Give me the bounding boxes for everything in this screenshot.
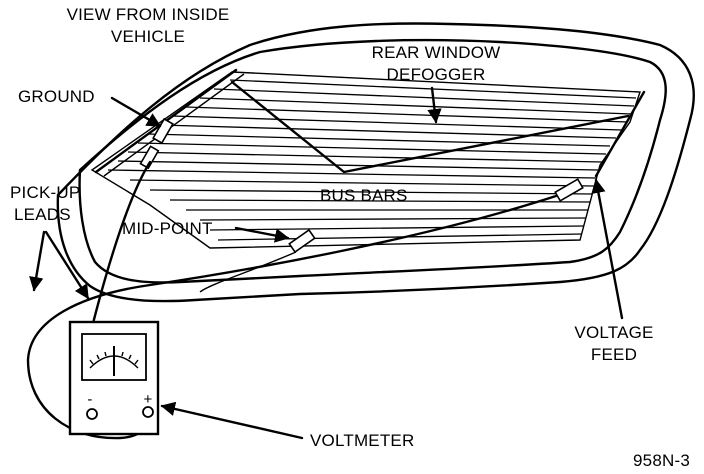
- left-bus-bar-inner: [103, 73, 245, 177]
- bus-bars-leader: [230, 80, 630, 174]
- lead-mid-to-meter: [199, 251, 297, 293]
- label-pickup-line1: PICK-UP: [10, 183, 80, 202]
- voltmeter-negative-terminal: [86, 408, 98, 420]
- label-view-line1: VIEW FROM INSIDE: [67, 5, 230, 24]
- voltmeter-leader: [160, 401, 304, 440]
- right-bus-bar: [594, 90, 646, 178]
- voltmeter-plus-sign: +: [144, 391, 153, 408]
- label-rear-window-line1: REAR WINDOW: [372, 43, 501, 62]
- label-voltage-line2: FEED: [591, 345, 637, 364]
- lead-probe-to-meter: [26, 194, 558, 440]
- glass-outline: [90, 71, 641, 249]
- label-pickup-line2: LEADS: [14, 205, 71, 224]
- window-outer-frame: [56, 22, 695, 303]
- mid-point-leader: [234, 226, 290, 243]
- label-view-line2: VEHICLE: [111, 27, 185, 46]
- pickup-leader-1: [29, 230, 46, 292]
- voltage-feed-probe: [554, 178, 584, 202]
- label-mid-point: MID-POINT: [122, 219, 213, 238]
- label-voltmeter: VOLTMETER: [310, 431, 414, 450]
- voltmeter-minus-sign: -: [87, 391, 92, 408]
- figure-id: 958N-3: [633, 451, 690, 470]
- mid-point-probe: [288, 228, 316, 254]
- label-voltage-line1: VOLTAGE: [574, 323, 653, 342]
- label-ground: GROUND: [18, 87, 95, 106]
- voltage-feed-leader: [591, 178, 624, 320]
- voltmeter-positive-terminal: [142, 406, 154, 418]
- rear-window-leader: [427, 86, 442, 124]
- voltmeter: - +: [68, 320, 160, 436]
- ground-leader: [110, 96, 162, 128]
- label-bus-bars: BUS BARS: [320, 186, 408, 205]
- ground-probe: [139, 117, 174, 170]
- defogger-grid: [90, 68, 646, 249]
- pickup-leader-2: [44, 230, 90, 300]
- label-rear-window-line2: DEFOGGER: [387, 65, 486, 84]
